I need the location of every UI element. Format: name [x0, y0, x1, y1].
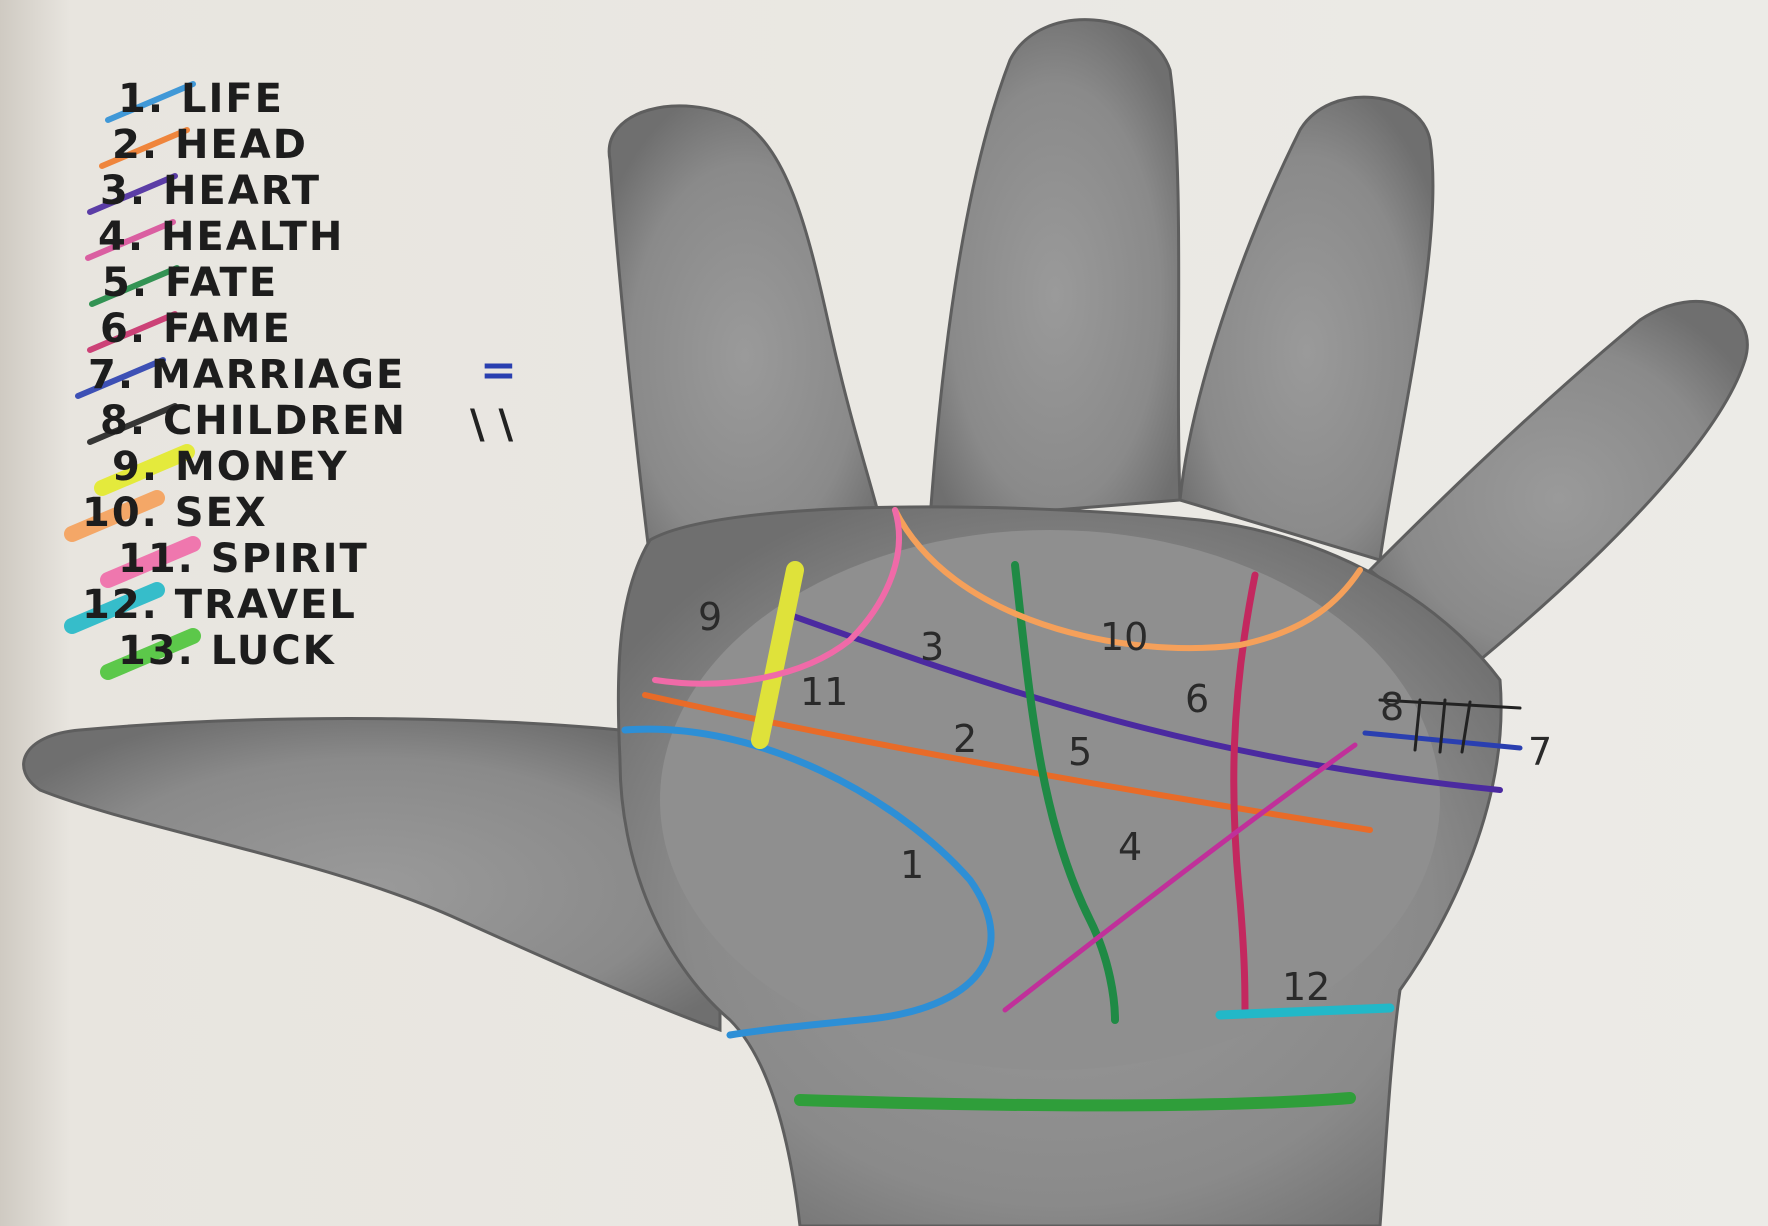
legend-item: 13. LUCK — [118, 628, 336, 674]
region-number: 9 — [698, 595, 722, 639]
legend-item: 5. FATE — [102, 260, 278, 306]
marriage-ticks: = — [480, 345, 517, 396]
region-number: 4 — [1118, 825, 1142, 869]
legend-item: 7. MARRIAGE — [88, 352, 405, 398]
children-ticks-legend: \ \ — [470, 402, 514, 448]
region-number: 2 — [953, 717, 977, 761]
legend-item: 9. MONEY — [112, 444, 349, 490]
legend-item: 11. SPIRIT — [118, 536, 369, 582]
region-number: 3 — [920, 625, 944, 669]
region-number: 11 — [800, 670, 848, 714]
legend-item: 3. HEART — [100, 168, 321, 214]
legend-item: 12. TRAVEL — [82, 582, 357, 628]
region-number: 8 — [1380, 685, 1404, 729]
region-number: 5 — [1068, 730, 1092, 774]
legend-item: 6. FAME — [100, 306, 292, 352]
legend-item: 4. HEALTH — [98, 214, 344, 260]
legend-item: 2. HEAD — [112, 122, 308, 168]
region-number: 10 — [1100, 615, 1148, 659]
region-number: 1 — [900, 843, 924, 887]
region-number: 12 — [1282, 965, 1330, 1009]
region-number: 7 — [1528, 730, 1552, 774]
region-number: 6 — [1185, 677, 1209, 721]
legend-item: 1. LIFE — [118, 76, 284, 122]
legend-item: 8. CHILDREN — [100, 398, 407, 444]
legend-item: 10. SEX — [82, 490, 268, 536]
